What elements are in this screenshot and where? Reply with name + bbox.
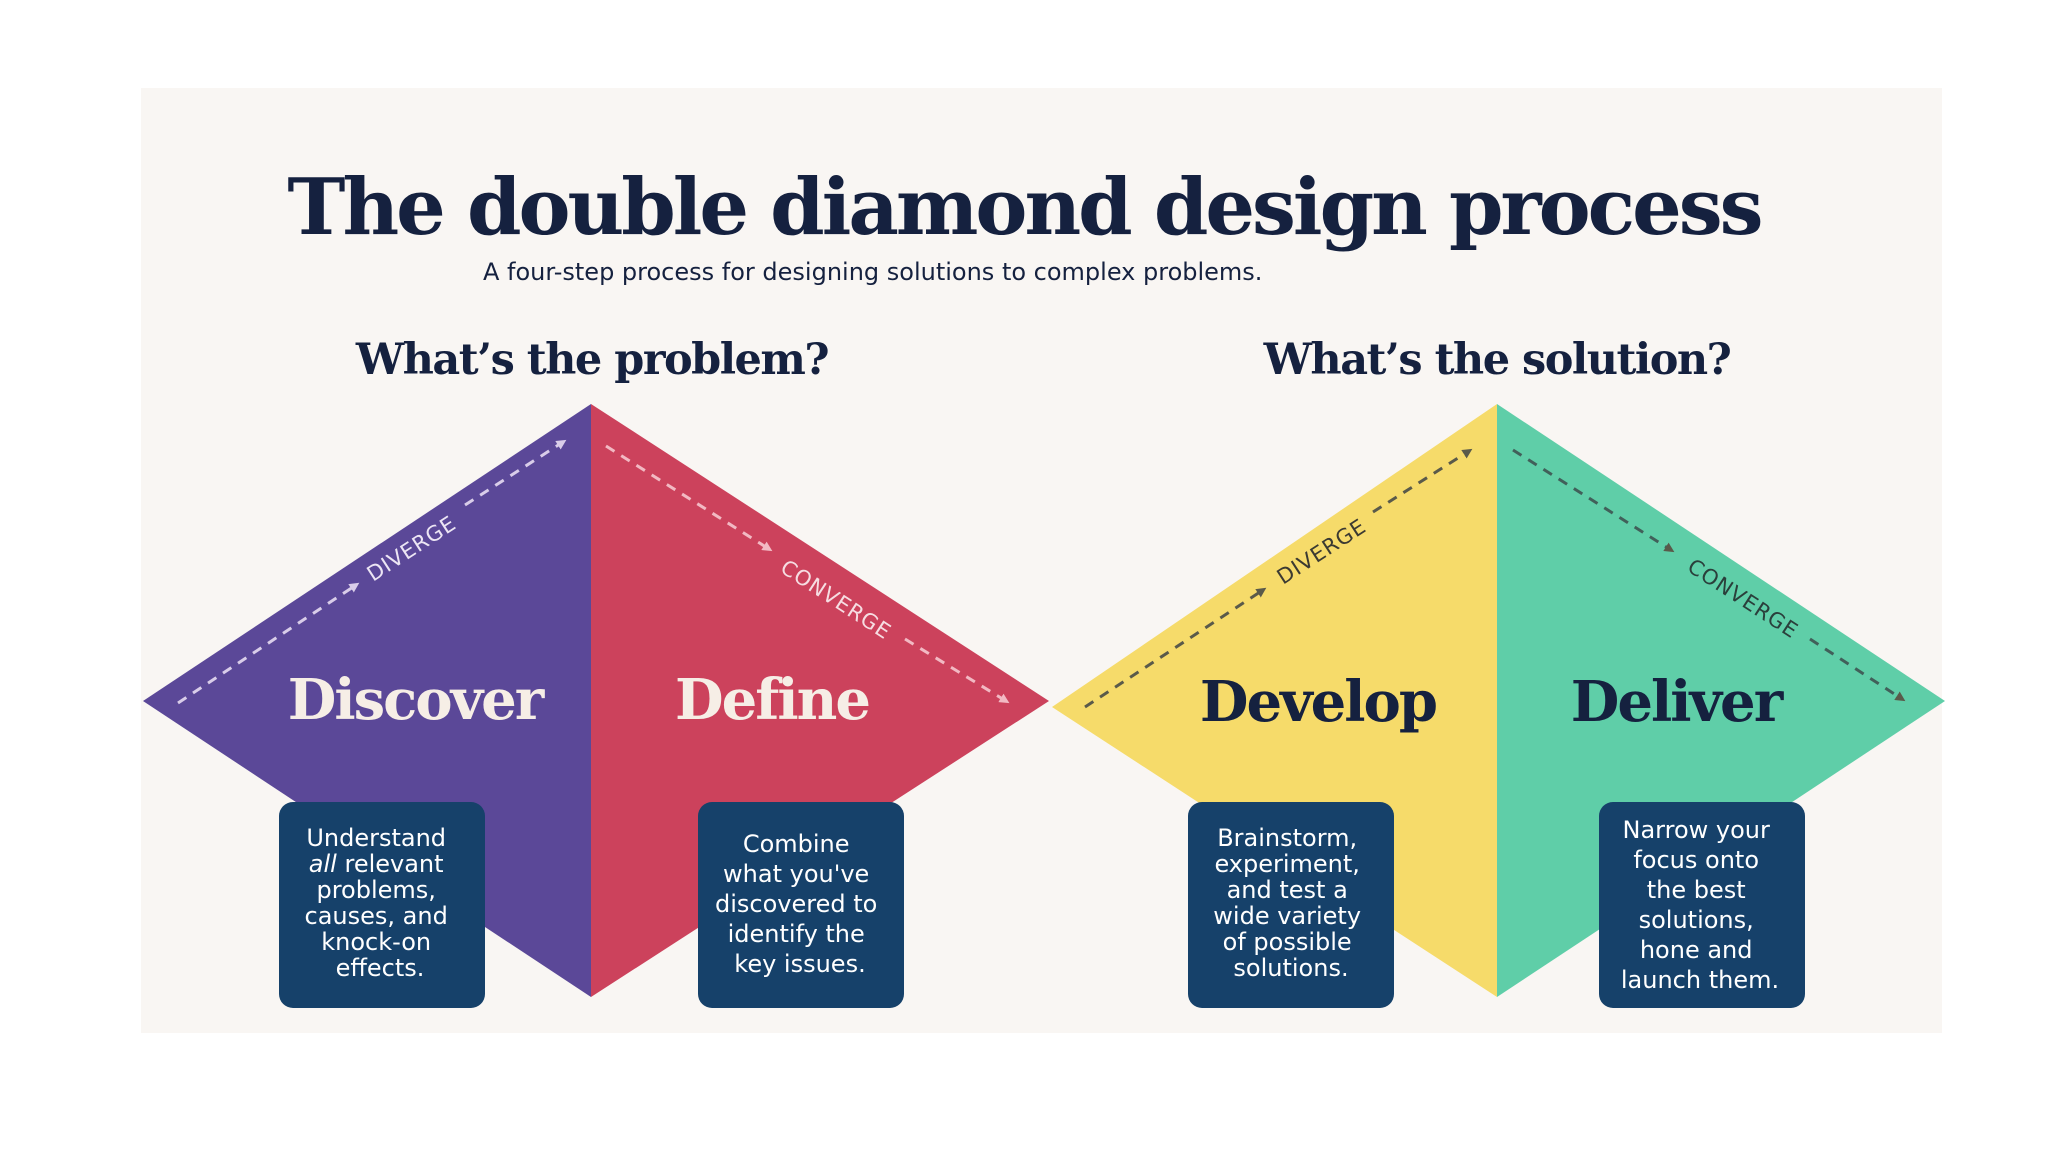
description-box-deliver: Narrow your focus onto the best solution…: [1599, 802, 1805, 1008]
diamond-problem: [143, 404, 1049, 997]
page-title: The double diamond design process: [287, 162, 1760, 253]
phase-name-develop: Develop: [1200, 669, 1436, 735]
section-heading-problem: What’s the problem?: [355, 335, 829, 385]
section-heading-solution: What’s the solution?: [1263, 335, 1731, 385]
define-description: Combine what you've discovered to identi…: [715, 830, 885, 978]
page-subtitle: A four-step process for designing soluti…: [483, 258, 1262, 286]
description-box-define: Combine what you've discovered to identi…: [698, 802, 904, 1008]
diamond-solution: [1052, 404, 1945, 997]
discover-description: Understand all relevant problems, causes…: [305, 824, 456, 982]
description-box-develop: Brainstorm, experiment, and test a wide …: [1188, 802, 1394, 1008]
phase-name-define: Define: [675, 667, 869, 733]
phase-name-deliver: Deliver: [1571, 669, 1785, 735]
develop-description: Brainstorm, experiment, and test a wide …: [1213, 824, 1368, 982]
deliver-description: Narrow your focus onto the best solution…: [1621, 816, 1779, 994]
phase-name-discover: Discover: [288, 667, 546, 733]
description-box-discover: Understand all relevant problems, causes…: [279, 802, 485, 1008]
